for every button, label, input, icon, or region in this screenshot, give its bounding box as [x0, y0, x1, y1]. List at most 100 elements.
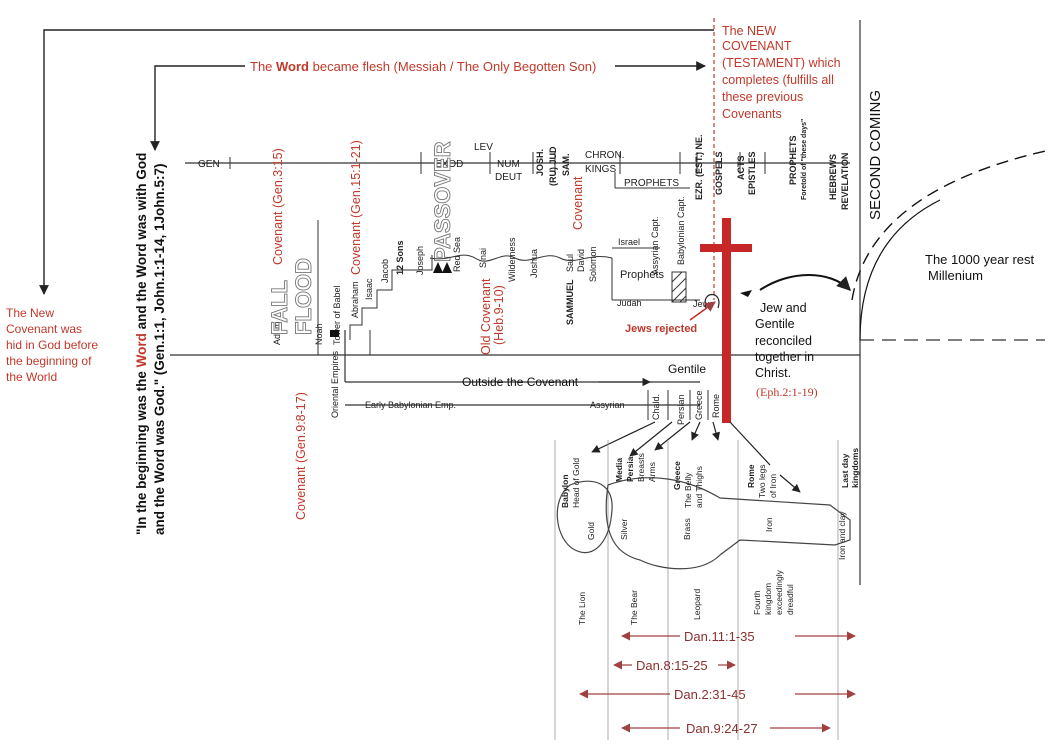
- book-ticks: [229, 152, 766, 189]
- svg-text:Israel: Israel: [618, 237, 640, 247]
- svg-text:Head of Gold: Head of Gold: [571, 458, 581, 508]
- gentile-label: Gentile: [668, 362, 706, 376]
- svg-text:Arms: Arms: [647, 462, 657, 482]
- svg-text:CHRON.: CHRON.: [585, 150, 624, 161]
- new-covenant-note: The NEW COVENANT (TESTAMENT) which compl…: [722, 24, 841, 121]
- ot-books: GEN EXOD LEV NUM DEUT CHRON. KINGS PROPH…: [198, 142, 679, 189]
- svg-text:The NEW: The NEW: [722, 24, 776, 38]
- svg-text:Dan.9:24-27: Dan.9:24-27: [686, 721, 758, 736]
- john-quote: "In the beginning was the Word and the W…: [134, 153, 167, 535]
- svg-text:Silver: Silver: [619, 519, 629, 540]
- ot-books-vertical: JOSH. (RU) JUD SAM. EZR. (EST.) NE.: [535, 134, 704, 200]
- svg-text:LEV: LEV: [474, 142, 493, 153]
- millenium-arc: [851, 149, 1051, 301]
- svg-text:Babylon: Babylon: [560, 474, 570, 508]
- svg-text:Chald.: Chald.: [651, 394, 661, 420]
- word-flesh-arrow: [150, 61, 706, 151]
- outlined-words: FALL FLOOD PASSOVER: [267, 141, 456, 336]
- svg-text:Adam: Adam: [272, 321, 282, 345]
- svg-text:Abraham: Abraham: [350, 281, 360, 318]
- outer-frame-arrow: [39, 29, 714, 295]
- svg-text:KINGS: KINGS: [585, 164, 616, 175]
- svg-text:The 1000 year rest: The 1000 year rest: [925, 252, 1035, 267]
- svg-text:Greece: Greece: [672, 461, 682, 490]
- svg-text:Iron and clay: Iron and clay: [837, 511, 847, 560]
- svg-text:Foretold of "these days": Foretold of "these days": [801, 119, 808, 200]
- svg-text:REVELATION: REVELATION: [840, 153, 850, 210]
- millenium-inner-arc: [859, 199, 941, 341]
- svg-text:Babylonian Capt.: Babylonian Capt.: [676, 196, 686, 265]
- svg-text:Jacob: Jacob: [380, 259, 390, 283]
- svg-text:FLOOD: FLOOD: [291, 258, 316, 335]
- svg-text:GEN: GEN: [198, 159, 220, 170]
- svg-text:reconciled: reconciled: [755, 334, 812, 348]
- svg-text:The Lion: The Lion: [577, 592, 587, 625]
- svg-text:EXOD: EXOD: [435, 159, 463, 170]
- svg-text:Early Babylonian Emp.: Early Babylonian Emp.: [365, 400, 456, 410]
- svg-text:Judah: Judah: [617, 298, 642, 308]
- svg-text:Isaac: Isaac: [364, 278, 374, 300]
- svg-text:Covenant (Gen.15:1-21): Covenant (Gen.15:1-21): [349, 140, 363, 275]
- svg-text:Persian: Persian: [676, 394, 686, 425]
- cross-icon: [700, 218, 752, 423]
- jews-rejected-label: Jews rejected: [625, 323, 697, 335]
- svg-text:the beginning of: the beginning of: [6, 354, 92, 368]
- svg-text:of Iron: of Iron: [768, 474, 778, 498]
- hidden-covenant-note: The New Covenant was hid in God before t…: [6, 306, 98, 384]
- svg-text:Jews: Jews: [693, 299, 714, 309]
- svg-text:HEBREWS: HEBREWS: [828, 154, 838, 200]
- svg-text:Iron: Iron: [764, 517, 774, 532]
- millenium-note: The 1000 year rest Millenium: [925, 252, 1035, 283]
- svg-text:Gentile: Gentile: [755, 317, 795, 331]
- svg-text:Oriental Empires: Oriental Empires: [330, 350, 340, 418]
- svg-text:Leopard: Leopard: [692, 589, 702, 620]
- svg-text:and Thighs: and Thighs: [694, 466, 704, 508]
- svg-text:Sinai: Sinai: [478, 248, 488, 268]
- svg-text:Dan.8:15-25: Dan.8:15-25: [636, 658, 708, 673]
- reconciled-ref: (Eph.2:1-19): [756, 385, 818, 399]
- svg-text:exceedingly: exceedingly: [774, 569, 784, 615]
- svg-text:Noah: Noah: [314, 323, 324, 345]
- svg-text:Assyrian Capt.: Assyrian Capt.: [650, 216, 660, 275]
- svg-text:Covenant was: Covenant was: [6, 322, 82, 336]
- svg-text:Breasts: Breasts: [636, 453, 646, 482]
- svg-text:PROPHETS: PROPHETS: [624, 178, 679, 189]
- svg-text:(RU) JUD: (RU) JUD: [548, 146, 558, 186]
- svg-text:Fourth: Fourth: [752, 590, 762, 615]
- svg-text:Persia: Persia: [625, 456, 635, 482]
- svg-text:EPISTLES: EPISTLES: [747, 151, 757, 195]
- svg-text:SAM.: SAM.: [561, 154, 571, 177]
- svg-text:COVENANT: COVENANT: [722, 39, 792, 53]
- svg-text:Millenium: Millenium: [928, 268, 983, 283]
- svg-text:"In the beginning was the Word: "In the beginning was the Word and the W…: [134, 153, 149, 535]
- second-coming-label: SECOND COMING: [867, 90, 884, 220]
- svg-text:The Bear: The Bear: [629, 590, 639, 625]
- svg-text:kingdom: kingdom: [763, 583, 773, 615]
- svg-text:kingdoms: kingdoms: [850, 448, 860, 488]
- svg-text:PROPHETS: PROPHETS: [788, 135, 798, 185]
- svg-text:SAMMUEL: SAMMUEL: [565, 279, 575, 325]
- svg-text:Solomon: Solomon: [588, 246, 598, 282]
- babylonian-capt-hatch: [671, 271, 687, 303]
- svg-text:Media: Media: [614, 458, 624, 482]
- nt-books: GOSPELS ACTS EPISTLES PROPHETS Foretold …: [714, 119, 850, 210]
- covenant-labels: Covenant (Gen.3:15) Covenant (Gen.15:1-2…: [271, 140, 585, 520]
- history-branches: [317, 220, 700, 355]
- statue-labels: Babylon Head of Gold Media Persia Breast…: [560, 448, 860, 625]
- svg-text:The New: The New: [6, 306, 54, 320]
- svg-text:NUM: NUM: [497, 159, 520, 170]
- svg-text:Dan.11:1-35: Dan.11:1-35: [684, 629, 755, 644]
- svg-text:DEUT: DEUT: [495, 172, 522, 183]
- history-labels: Adam Noah Tower of Babel Abraham Isaac J…: [272, 196, 714, 345]
- svg-text:dreadful: dreadful: [785, 584, 795, 615]
- svg-text:Gold: Gold: [586, 522, 596, 540]
- daniel-labels: Dan.11:1-35 Dan.8:15-25 Dan.2:31-45 Dan.…: [636, 629, 758, 736]
- svg-text:PASSOVER: PASSOVER: [430, 141, 455, 262]
- svg-text:FALL: FALL: [267, 280, 292, 335]
- svg-text:Covenant (Gen.3:15): Covenant (Gen.3:15): [271, 148, 285, 265]
- svg-text:Old Covenant: Old Covenant: [479, 278, 493, 355]
- jews-rejected-arrow: [689, 301, 716, 321]
- passover-marks: [330, 262, 452, 337]
- svg-text:Covenant (Gen.9:8-17): Covenant (Gen.9:8-17): [294, 392, 308, 520]
